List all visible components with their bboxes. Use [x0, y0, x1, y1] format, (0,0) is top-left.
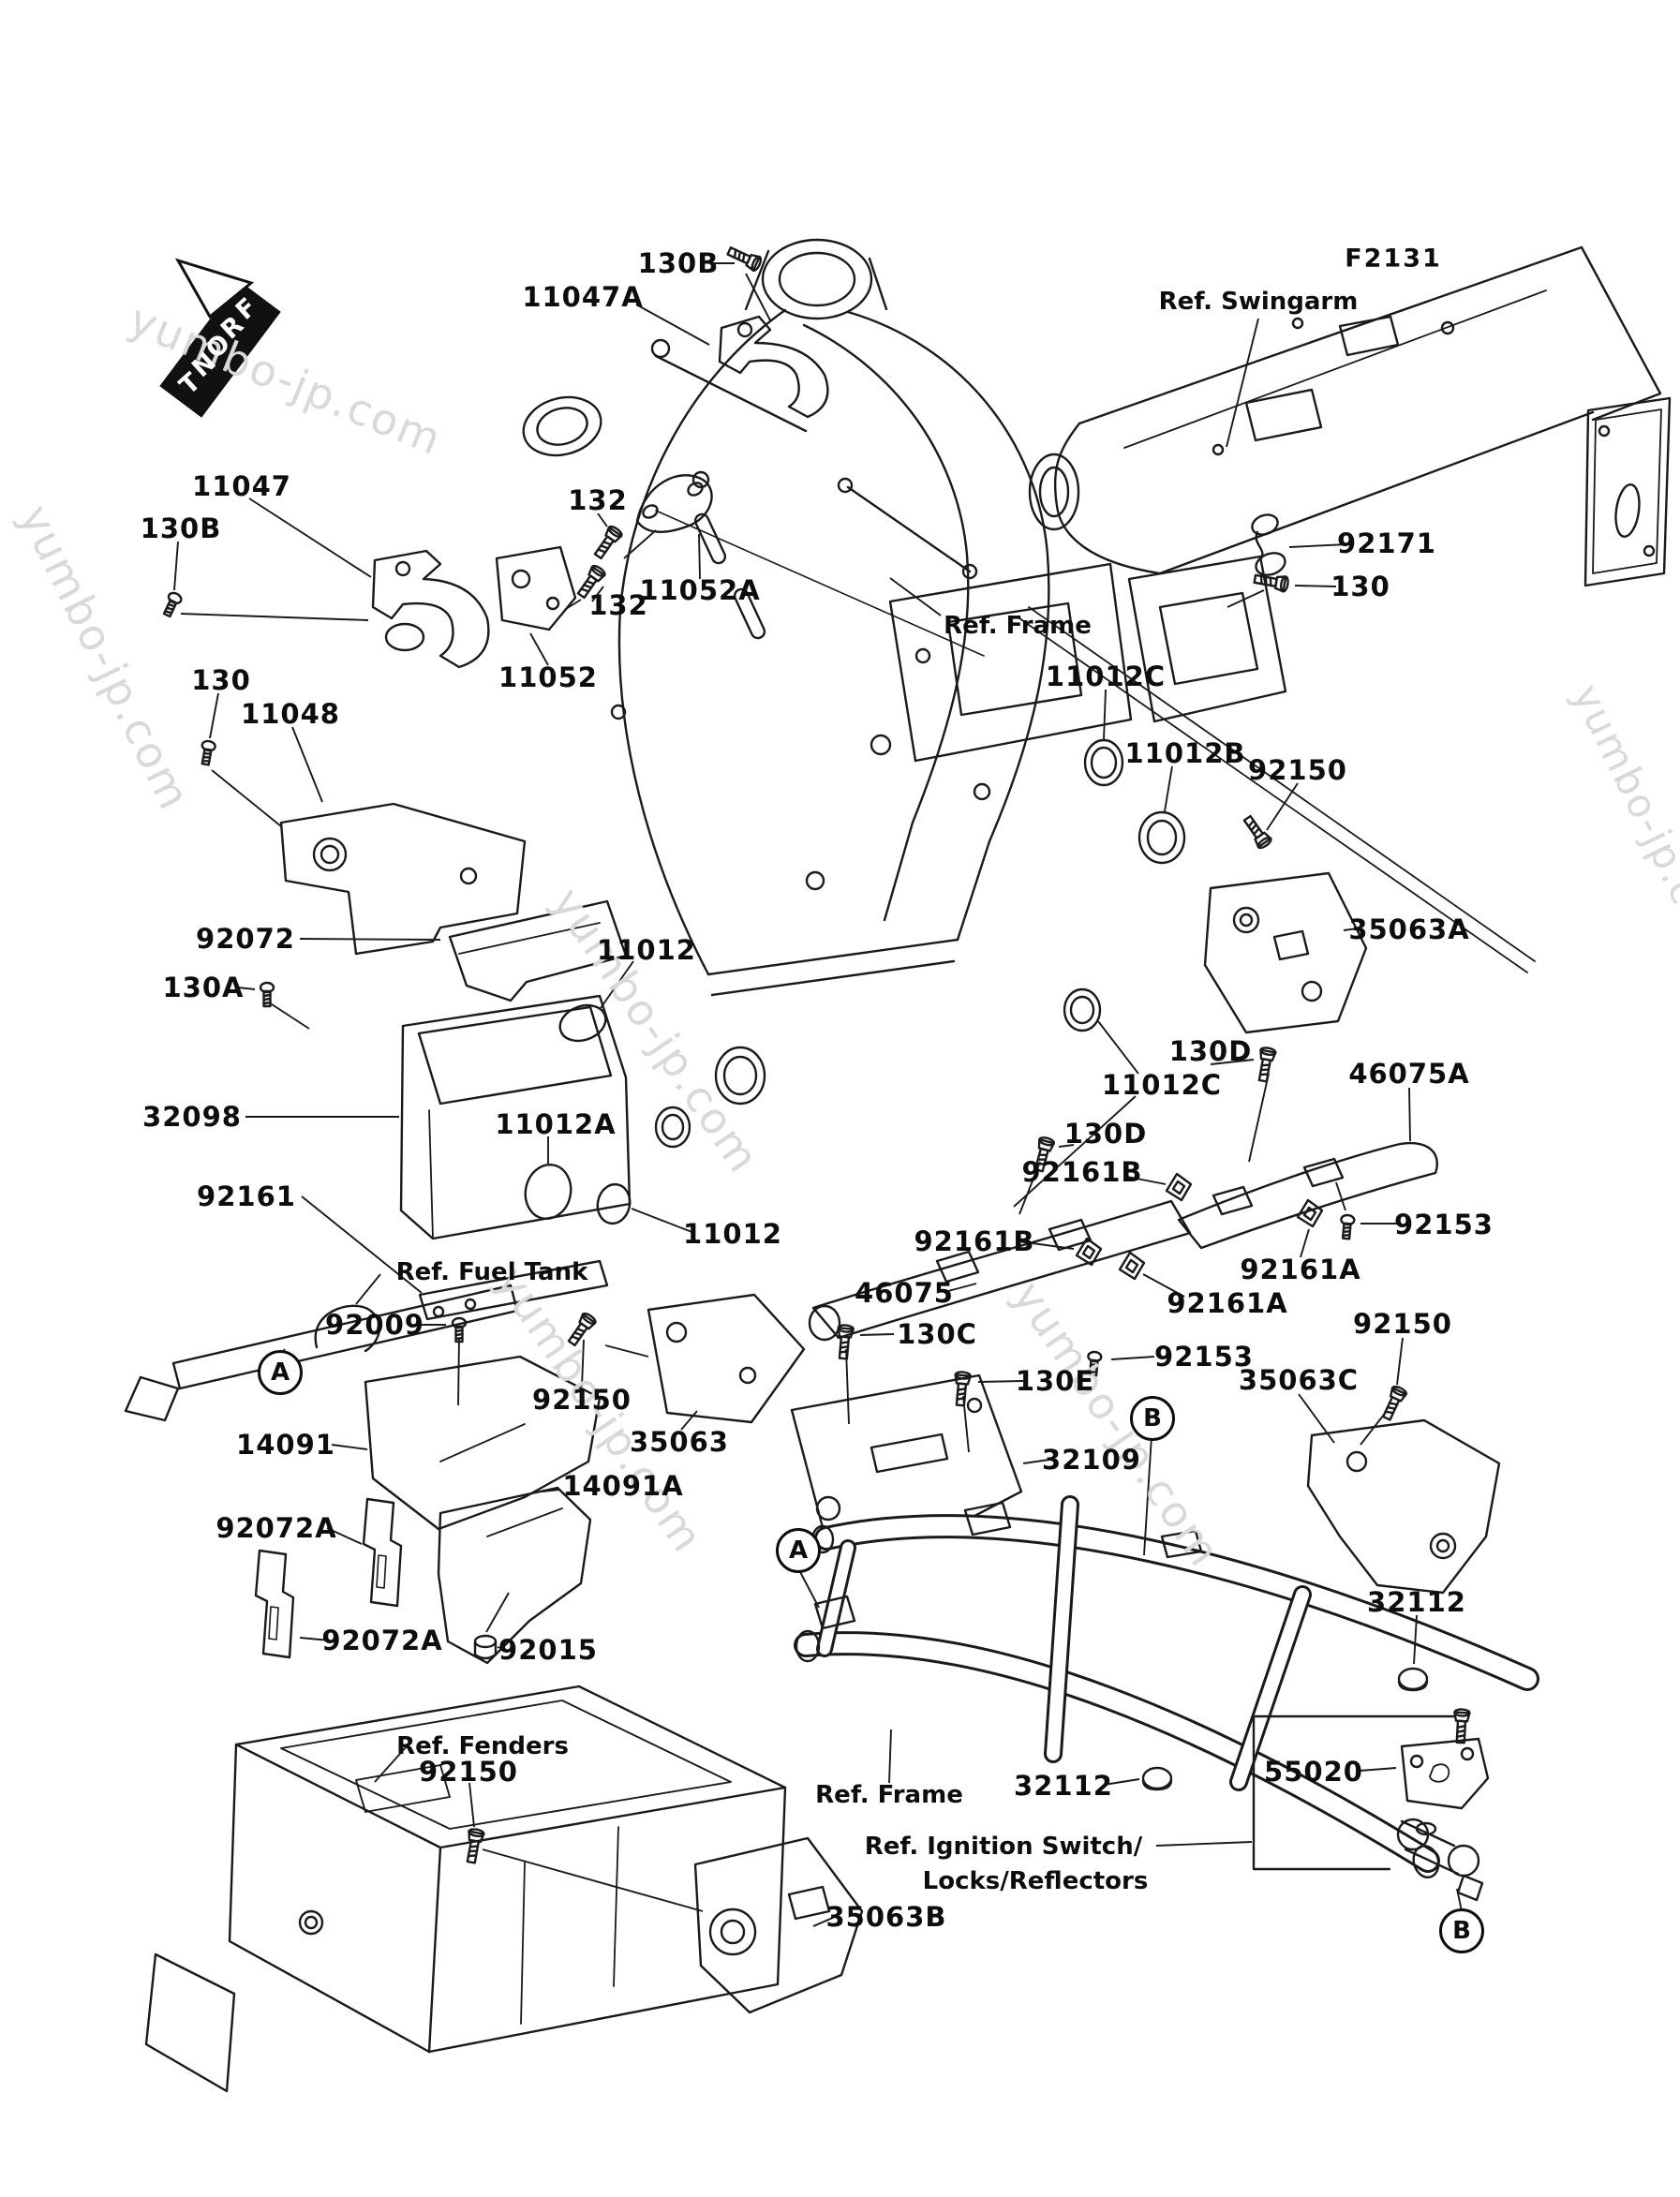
ref-label-Ref-Fenders: Ref. Fenders [396, 1732, 569, 1760]
part-label-130: 130 [1331, 571, 1390, 602]
detail-b-box [1252, 1715, 1490, 1902]
part-label-35063A: 35063A [1348, 913, 1470, 945]
ref-label-Ref-Fuel-Tank: Ref. Fuel Tank [395, 1258, 588, 1286]
clamp-11047A [718, 315, 829, 419]
part-label-92150: 92150 [419, 1756, 518, 1788]
chain-clip-92171 [1251, 513, 1286, 576]
part-label-92150: 92150 [532, 1384, 632, 1416]
part-label-11052: 11052 [498, 661, 598, 693]
frame-outline [522, 238, 1287, 1149]
bracket-11052 [495, 545, 577, 631]
part-label-92072: 92072 [196, 923, 295, 955]
part-label-55020: 55020 [1264, 1756, 1363, 1788]
part-label-92072A: 92072A [321, 1625, 443, 1656]
bracket-11048 [279, 802, 527, 956]
part-label-92009: 92009 [325, 1309, 424, 1341]
detail-marker-B-2: B [1130, 1396, 1175, 1441]
part-label-130: 130 [191, 664, 251, 696]
part-label-46075A: 46075A [1348, 1058, 1470, 1090]
part-label-130A: 130A [162, 972, 245, 1003]
detail-marker-A-0: A [258, 1350, 303, 1395]
part-label-92161A: 92161A [1167, 1287, 1288, 1319]
part-label-11012C: 11012C [1101, 1069, 1223, 1101]
ecu-box-group [124, 899, 632, 1422]
part-label-11012: 11012 [683, 1218, 782, 1250]
leader-lines [173, 262, 1463, 1927]
engine-stays [647, 871, 1501, 2014]
part-label-11047A: 11047A [522, 281, 644, 313]
battery-box [144, 1685, 787, 2093]
part-label-35063C: 35063C [1238, 1364, 1360, 1396]
part-label-14091: 14091 [236, 1429, 335, 1461]
part-label-32109: 32109 [1042, 1444, 1141, 1476]
part-label-11012C: 11012C [1045, 661, 1167, 692]
strap-11052A [635, 474, 713, 533]
part-label-92161B: 92161B [1021, 1156, 1143, 1188]
part-label-130C: 130C [897, 1318, 977, 1350]
part-label-92150: 92150 [1248, 754, 1347, 786]
part-label-14091A: 14091A [562, 1470, 684, 1502]
part-label-11012A: 11012A [495, 1108, 617, 1140]
part-label-92171: 92171 [1337, 527, 1436, 559]
part-label-130B: 130B [637, 247, 720, 279]
ref-label-Locks-Reflectors: Locks/Reflectors [922, 1867, 1149, 1895]
part-label-92161: 92161 [197, 1180, 296, 1212]
grab-rails [808, 1141, 1438, 1342]
part-label-130B: 130B [140, 512, 222, 544]
swingarm-outline [1018, 245, 1672, 973]
part-label-35063B: 35063B [825, 1901, 947, 1933]
figure-code: F2131 [1345, 244, 1442, 274]
ref-label-Ref-Frame: Ref. Frame [944, 612, 1092, 640]
part-label-92150: 92150 [1353, 1308, 1452, 1340]
ref-label-Ref-Swingarm: Ref. Swingarm [1158, 288, 1359, 316]
part-label-11012: 11012 [597, 934, 696, 966]
front-arrow [159, 258, 281, 418]
part-label-92015: 92015 [498, 1634, 598, 1666]
part-label-92161A: 92161A [1240, 1254, 1361, 1285]
part-label-130D: 130D [1063, 1118, 1148, 1150]
part-label-132: 132 [568, 484, 628, 516]
detail-marker-A-1: A [776, 1528, 821, 1573]
ref-label-Ref-Frame: Ref. Frame [815, 1781, 963, 1809]
fasteners [159, 243, 1471, 1865]
part-label-32112: 32112 [1367, 1586, 1466, 1618]
part-label-11047: 11047 [192, 470, 291, 502]
ref-label-Ref-Ignition-Switch-: Ref. Ignition Switch/ [864, 1833, 1143, 1861]
part-label-92161B: 92161B [914, 1225, 1035, 1257]
part-label-32112: 32112 [1014, 1770, 1113, 1802]
part-label-92153: 92153 [1154, 1341, 1254, 1373]
part-label-32098: 32098 [142, 1101, 242, 1133]
part-label-130E: 130E [1015, 1365, 1095, 1397]
part-label-92072A: 92072A [216, 1512, 337, 1544]
part-label-130D: 130D [1168, 1035, 1253, 1067]
heat-guards [254, 1355, 602, 1665]
part-label-35063: 35063 [630, 1426, 729, 1458]
detail-marker-B-3: B [1439, 1908, 1484, 1953]
part-label-92153: 92153 [1394, 1209, 1494, 1240]
part-label-46075: 46075 [855, 1277, 954, 1309]
part-label-11052A: 11052A [639, 574, 761, 606]
part-label-132: 132 [588, 589, 648, 621]
clamp-11047 [371, 549, 490, 669]
part-label-11048: 11048 [241, 698, 340, 730]
part-label-11012B: 11012B [1124, 737, 1246, 769]
rear-subframe [794, 1495, 1539, 1878]
